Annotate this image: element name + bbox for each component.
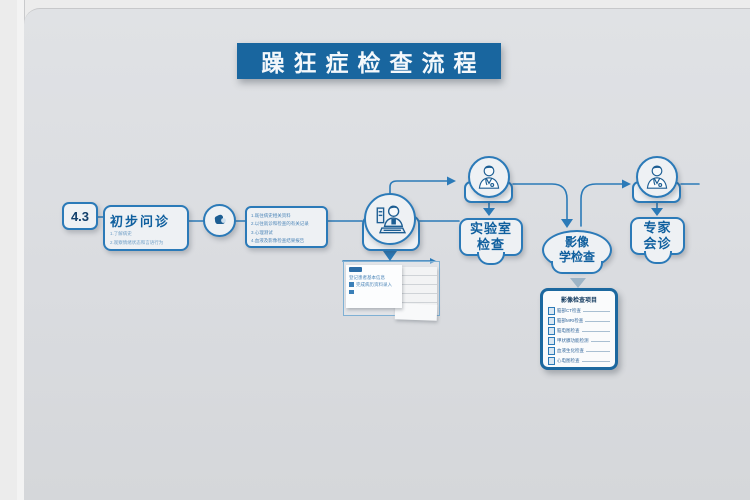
fill-line [586,350,610,352]
checklist-row: 甲状腺功能检测 [548,336,610,346]
consult-note: 2.观察情绪状态和言语行为 [110,239,164,245]
checklist-row: 脑电图检查 [548,326,610,336]
imaging-checklist: 影像检查项目 脑部CT检查 脑部MRI检查 脑电图检查 甲状腺功能检测 血液生化… [540,288,618,370]
checklist-row: 脑部CT检查 [548,306,610,316]
expert-consult-node: 专家 会诊 [630,217,685,255]
materials-list-node: 1.既往病史相关资料 2.以往就诊和检查的有关记录 3.心理测试 4.血液及影像… [245,206,328,248]
materials-item: 3.心理测试 [251,229,273,235]
document-icon [548,357,555,365]
checklist-row: 心电图检查 [548,356,610,366]
review-node [203,204,236,237]
expert-consult-label: 专家 [643,220,672,236]
initial-consult-notes: 1.了解病史 2.观察情绪状态和言语行为 [110,230,182,247]
registration-line: 登记患者基本信息 [349,275,385,280]
consult-note: 1.了解病史 [110,231,132,236]
thumb-up-icon [214,214,226,224]
lab-exam-label: 实验室 [469,221,512,237]
window-title-chip [349,267,362,272]
fill-line [581,330,610,332]
materials-item: 4.血液及影像检查结果报告 [251,237,305,243]
initial-consult-node: 初步问诊 1.了解病史 2.观察情绪状态和言语行为 [103,205,189,251]
checklist-row: 脑部MRI检查 [548,316,610,326]
checklist-row: 血液生化检查 [548,346,610,356]
title-banner: 躁狂症检查流程 [237,43,501,79]
document-icon [548,347,555,355]
document-icon [548,317,555,325]
page-title: 躁狂症检查流程 [261,50,486,76]
imaging-checklist-title: 影像检查项目 [560,298,597,304]
expert-consult-label: 会诊 [643,236,672,251]
form-icon [349,282,354,288]
document-icon [548,337,555,345]
initial-consult-label: 初步问诊 [110,214,171,229]
imaging-exam-tab [551,261,603,274]
registration-form-panel [402,267,437,305]
registration-row: 完成病历资料录入 [349,281,399,288]
materials-item: 2.以往就诊和检查的有关记录 [251,221,309,227]
step-number-node: 4.3 [62,202,98,230]
fill-line [583,310,610,312]
imaging-exam-label: 影像 学检查 [558,235,595,264]
form-icon [349,290,354,295]
clinician-at-desk-icon [376,205,407,234]
registration-window: 登记患者基本信息 完成病历资料录入 [346,265,402,308]
doctor-icon [478,165,500,189]
document-icon [548,327,555,335]
step-number: 4.3 [70,208,90,224]
doctor-icon [646,165,668,189]
lab-exam-label: 检查 [476,237,505,252]
fill-line [590,340,610,342]
materials-item: 1.既往病史相关资料 [251,213,291,218]
expert-doctor-node [636,156,678,198]
fill-line [581,360,610,362]
document-icon [548,307,555,315]
lab-doctor-node [468,156,510,198]
fill-line [585,320,610,322]
lab-exam-node: 实验室 检查 [459,218,523,256]
registration-node [364,193,416,245]
